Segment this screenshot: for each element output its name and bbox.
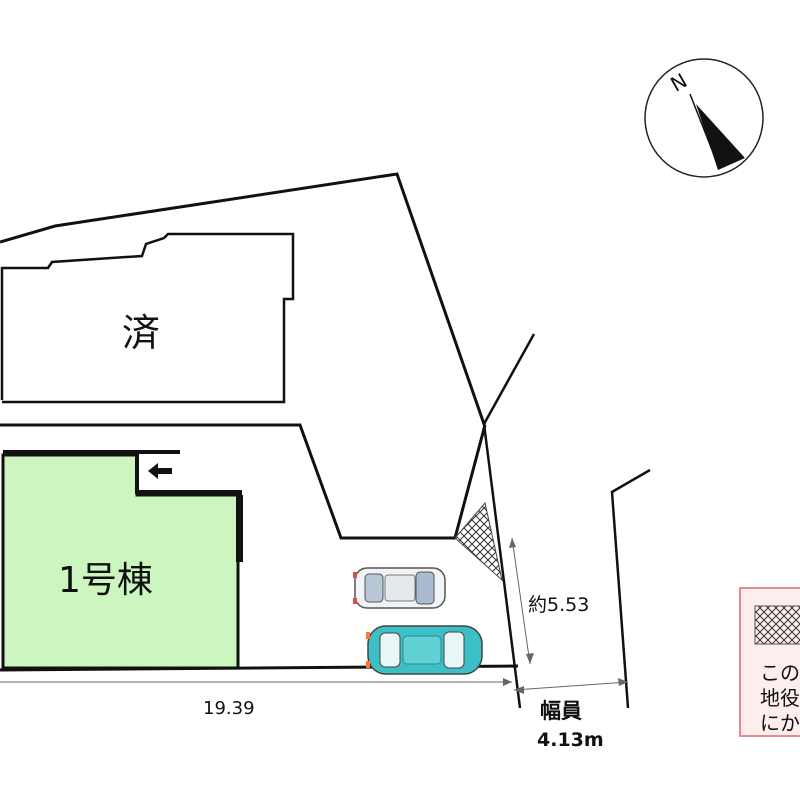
road-edge-right bbox=[610, 468, 651, 709]
north-arrow-icon bbox=[696, 104, 745, 170]
dimension-side-label: 約5.53 bbox=[528, 594, 589, 616]
easement-hatch bbox=[454, 501, 503, 582]
legend-line-3: にか bbox=[760, 711, 800, 735]
car-teal-light-b bbox=[366, 661, 370, 668]
dimension-road: 幅員 4.13m bbox=[513, 678, 629, 751]
road-edge-upper bbox=[482, 333, 536, 425]
car-teal-icon bbox=[366, 625, 483, 675]
car-teal-light-a bbox=[366, 632, 370, 639]
car-white-window-rear bbox=[364, 573, 384, 603]
dimension-side: 約5.53 bbox=[509, 537, 589, 665]
car-white-icon bbox=[353, 567, 446, 609]
dimension-road-arrow-right-icon bbox=[618, 678, 628, 686]
car-white-window-front bbox=[415, 571, 435, 605]
dimension-road-line bbox=[513, 681, 629, 691]
sold-building-label: 済 bbox=[122, 311, 160, 355]
north-arrow-shaft bbox=[689, 93, 719, 166]
unit1-label: 1号棟 bbox=[58, 560, 153, 601]
road-width-value: 4.13m bbox=[537, 729, 604, 751]
car-white-light-a bbox=[353, 572, 357, 578]
sold-building-outline bbox=[0, 232, 295, 404]
dimension-side-arrow-top-icon bbox=[509, 538, 516, 548]
compass: N bbox=[644, 58, 764, 178]
legend-hatch-swatch bbox=[754, 605, 800, 645]
dimension-frontage-arrow-icon bbox=[503, 678, 512, 686]
car-white-light-b bbox=[353, 598, 357, 604]
car-teal-window-front bbox=[443, 631, 465, 669]
unit1-wall-accent bbox=[236, 495, 243, 562]
legend-line-2: 地役 bbox=[760, 686, 800, 710]
legend-line-1: この bbox=[760, 661, 800, 685]
legend-box: この 地役 にか bbox=[739, 587, 800, 737]
dimension-side-arrow-bottom-icon bbox=[526, 653, 534, 664]
road-edge-left bbox=[482, 423, 522, 709]
dimension-road-arrow-left-icon bbox=[514, 686, 524, 694]
lot-boundary-subject bbox=[0, 423, 487, 540]
car-teal-window-rear bbox=[379, 632, 401, 668]
unit1-building: 1号棟 bbox=[1, 450, 243, 670]
entrance-arrow-icon bbox=[148, 463, 172, 479]
dimension-frontage-label: 19.39 bbox=[203, 698, 255, 719]
car-teal-roof bbox=[402, 635, 442, 665]
dimension-side-line bbox=[511, 537, 531, 665]
lot-boundary-top bbox=[0, 172, 487, 427]
dimension-frontage: 19.39 bbox=[0, 678, 512, 719]
car-white-roof bbox=[384, 574, 416, 602]
road-width-label: 幅員 bbox=[540, 699, 582, 723]
